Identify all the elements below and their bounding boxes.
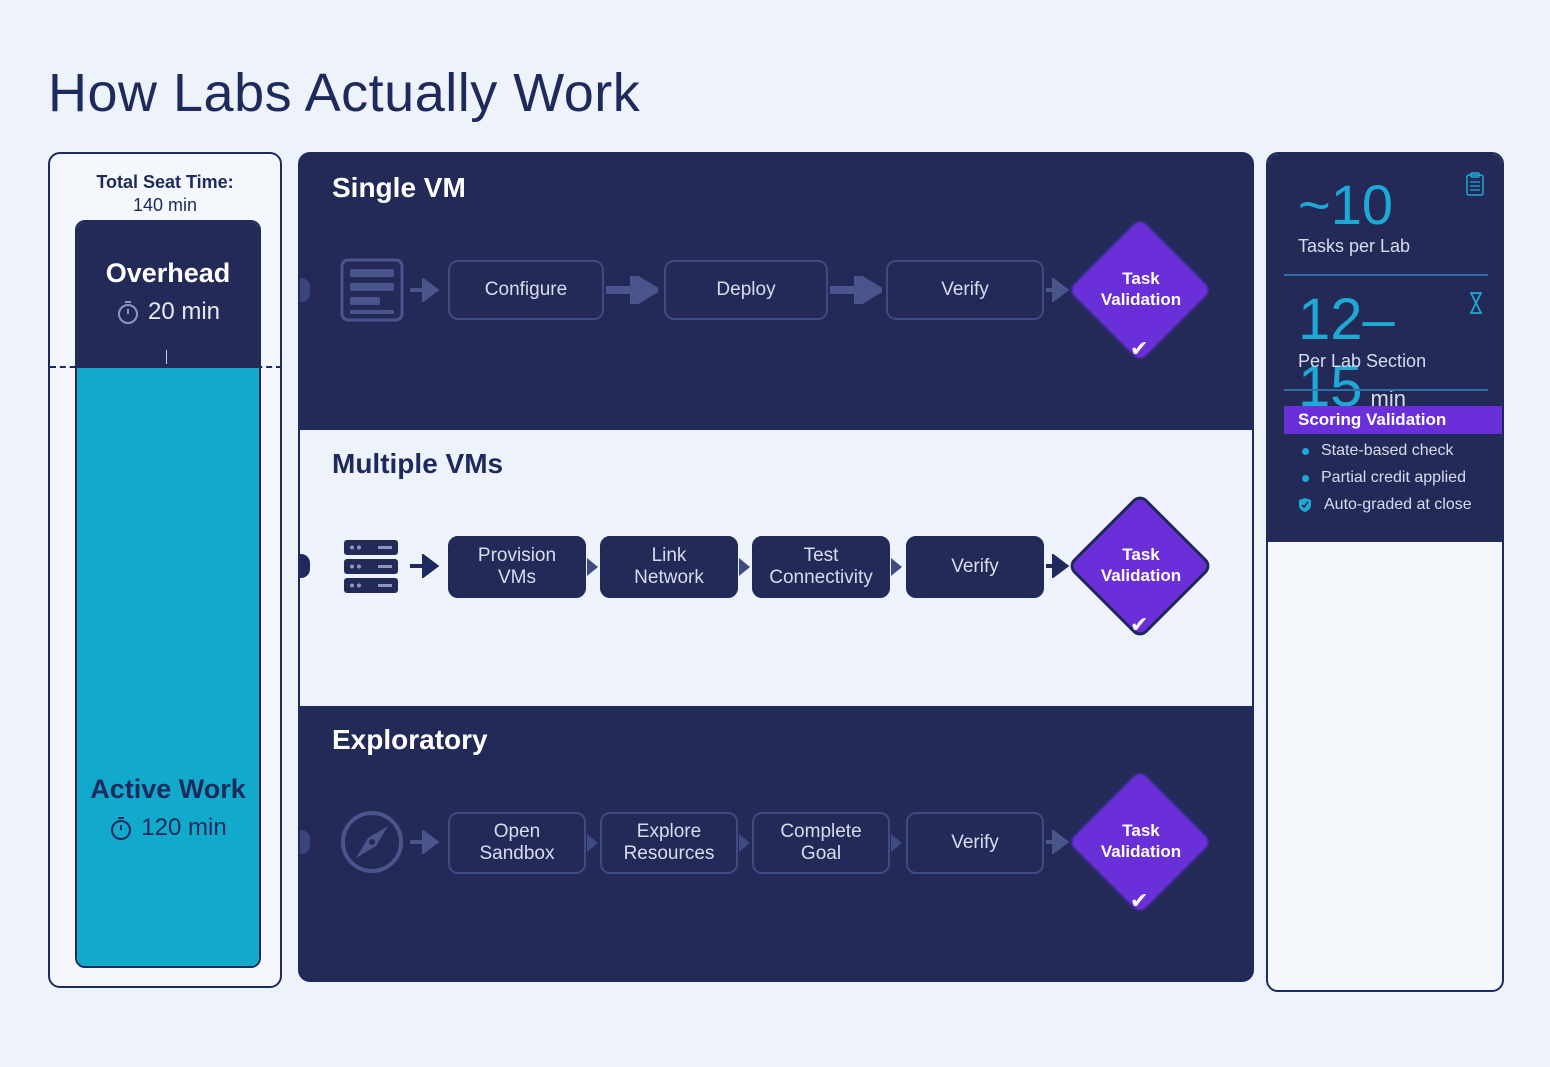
step-verify: Verify bbox=[886, 260, 1044, 320]
active-work-time-value: 120 min bbox=[141, 814, 227, 841]
step-deploy: Deploy bbox=[664, 260, 828, 320]
seat-time-total: 140 min bbox=[132, 195, 198, 215]
arrow-icon bbox=[1046, 278, 1070, 302]
scoring-item: State-based check bbox=[1298, 442, 1454, 460]
tasks-per-lab-value: ~10 bbox=[1298, 173, 1393, 236]
lab-section-number: 12–15 bbox=[1298, 287, 1395, 419]
overhead-time-value: 20 min bbox=[147, 298, 221, 325]
arrow-icon bbox=[891, 558, 902, 576]
stopwatch-icon bbox=[117, 301, 138, 324]
step-configure: Configure bbox=[448, 260, 604, 320]
check-icon: ✔ bbox=[1130, 612, 1149, 637]
check-icon: ✔ bbox=[1130, 888, 1149, 913]
arrow-icon bbox=[587, 558, 598, 576]
arrow-icon bbox=[587, 834, 598, 852]
stopwatch-icon bbox=[111, 817, 132, 840]
shield-check-icon bbox=[1299, 498, 1311, 512]
stats-divider bbox=[1284, 389, 1488, 391]
seat-time-bar: Overhead 20 min Active Work 120 min bbox=[75, 220, 261, 968]
active-work-segment: Active Work 120 min bbox=[77, 368, 259, 966]
arrow-icon bbox=[606, 276, 658, 304]
overhead-time: 20 min bbox=[77, 298, 259, 326]
server-rack-icon bbox=[340, 258, 404, 322]
scoring-item: Auto-graded at close bbox=[1298, 496, 1472, 514]
rail-connector bbox=[300, 554, 310, 578]
overhead-divider bbox=[50, 366, 282, 368]
active-work-title: Active Work bbox=[90, 774, 246, 804]
check-icon: ✔ bbox=[1130, 336, 1149, 361]
seat-time-panel: Total Seat Time: 140 min Overhead 20 min… bbox=[48, 152, 282, 988]
hourglass-icon bbox=[1470, 292, 1482, 314]
workflow-title: Multiple VMs bbox=[332, 448, 504, 479]
arrow-icon bbox=[410, 830, 440, 854]
scoring-item-label: Auto-graded at close bbox=[1324, 496, 1472, 513]
active-work-time: 120 min bbox=[77, 814, 259, 842]
arrow-icon bbox=[891, 834, 902, 852]
arrow-icon bbox=[830, 276, 882, 304]
scoring-item: Partial credit applied bbox=[1298, 469, 1466, 487]
tasks-per-lab-label: Tasks per Lab bbox=[1298, 236, 1411, 256]
scoring-title: Scoring Validation bbox=[1298, 410, 1447, 429]
rail-connector bbox=[300, 830, 310, 854]
compass-icon bbox=[341, 811, 403, 873]
arrow-icon bbox=[739, 834, 750, 852]
workflow-title: Exploratory bbox=[332, 724, 488, 755]
overhead-segment: Overhead 20 min bbox=[77, 222, 259, 368]
scoring-item-label: State-based check bbox=[1321, 442, 1454, 459]
arrow-icon bbox=[410, 554, 440, 578]
servers-stack-icon bbox=[344, 540, 398, 593]
arrow-icon bbox=[739, 558, 750, 576]
arrow-icon bbox=[1046, 830, 1070, 854]
arrow-icon bbox=[410, 278, 440, 302]
stats-divider bbox=[1284, 274, 1488, 276]
bullet-icon bbox=[1302, 474, 1309, 482]
arrow-icon bbox=[1046, 554, 1070, 578]
workflow-title: Single VM bbox=[332, 172, 466, 203]
bar-tick bbox=[166, 350, 167, 364]
step-verify: Verify bbox=[906, 812, 1044, 874]
bullet-icon bbox=[1302, 447, 1309, 455]
step-verify: Verify bbox=[906, 536, 1044, 598]
seat-time-label: Total Seat Time: bbox=[96, 172, 234, 192]
clipboard-icon bbox=[1466, 172, 1484, 196]
lab-section-label: Per Lab Section bbox=[1298, 351, 1427, 371]
scoring-item-label: Partial credit applied bbox=[1321, 469, 1466, 486]
overhead-title: Overhead bbox=[105, 258, 231, 288]
rail-connector bbox=[300, 278, 310, 302]
page-title: How Labs Actually Work bbox=[48, 63, 641, 123]
scoring-validation-header: Scoring Validation bbox=[1284, 406, 1502, 434]
